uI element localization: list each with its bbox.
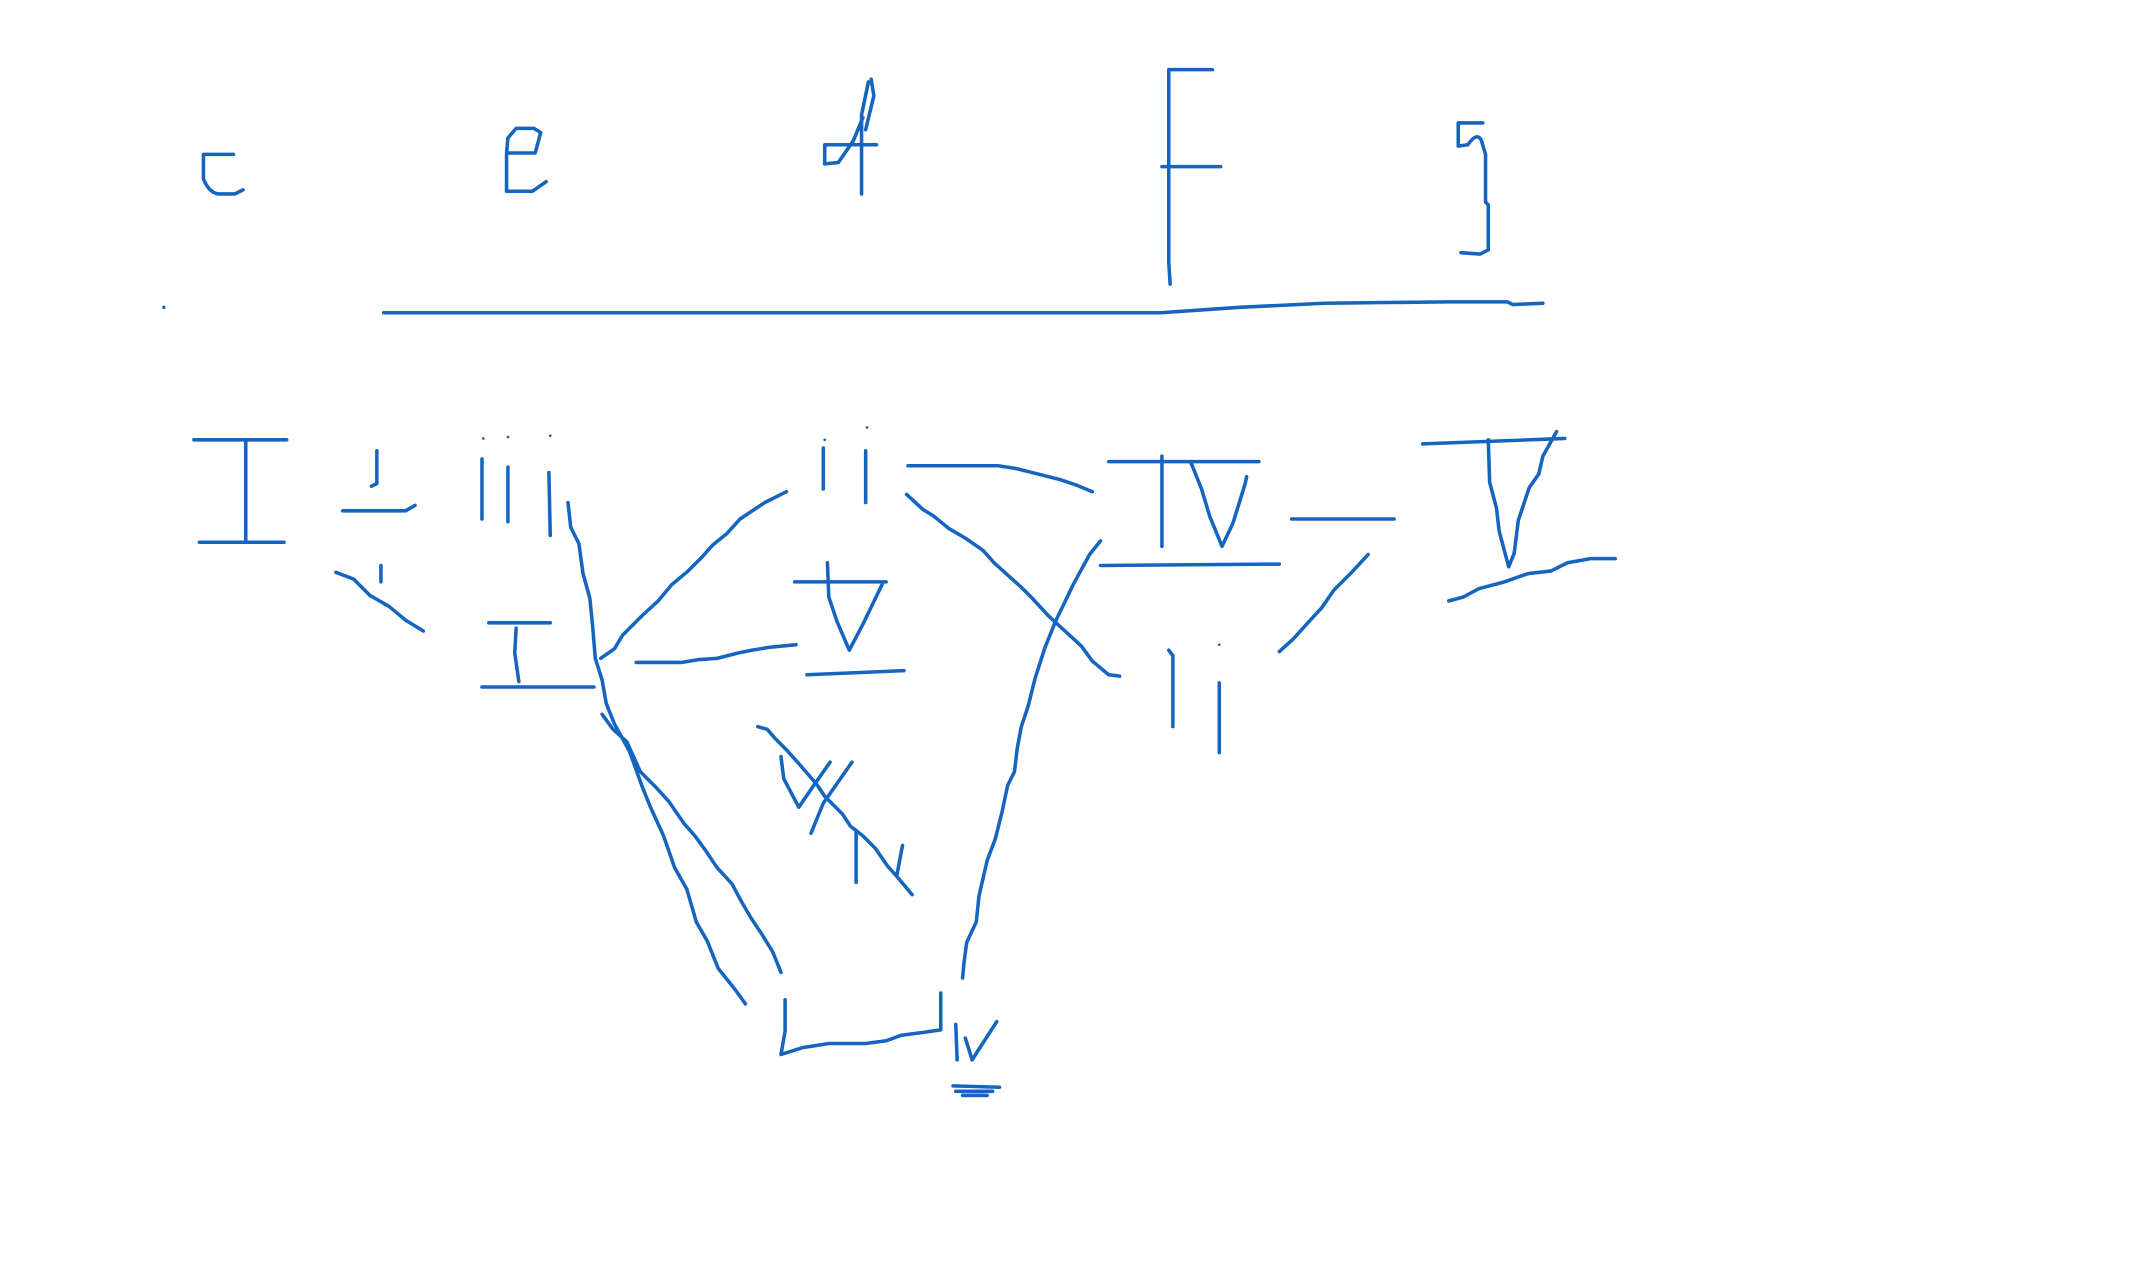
- numeral-V-bottom: [951, 1019, 1002, 1098]
- stray-dot: [162, 305, 166, 309]
- numeral-ii-right: [1166, 643, 1222, 755]
- ink-strokes: [162, 67, 1618, 1098]
- numeral-IV-right: [1098, 454, 1282, 568]
- numeral-I-left: [192, 438, 289, 545]
- note-letter-g: [1456, 121, 1491, 256]
- numeral-V-right: [1420, 429, 1618, 603]
- numeral-ii-left: [334, 448, 426, 633]
- numeral-ii-center: [821, 426, 869, 505]
- note-letter-d: [822, 77, 879, 196]
- numeral-I-middle: [480, 621, 596, 689]
- note-letter-F: [1160, 67, 1223, 286]
- staff-underline: [381, 300, 1545, 315]
- connector-lines: [566, 463, 1396, 1057]
- note-letter-c: [201, 152, 245, 196]
- numeral-iii: [480, 434, 553, 538]
- numeral-IV-center: [779, 754, 905, 885]
- numeral-V-center: [792, 560, 906, 677]
- note-letter-e: [504, 126, 548, 193]
